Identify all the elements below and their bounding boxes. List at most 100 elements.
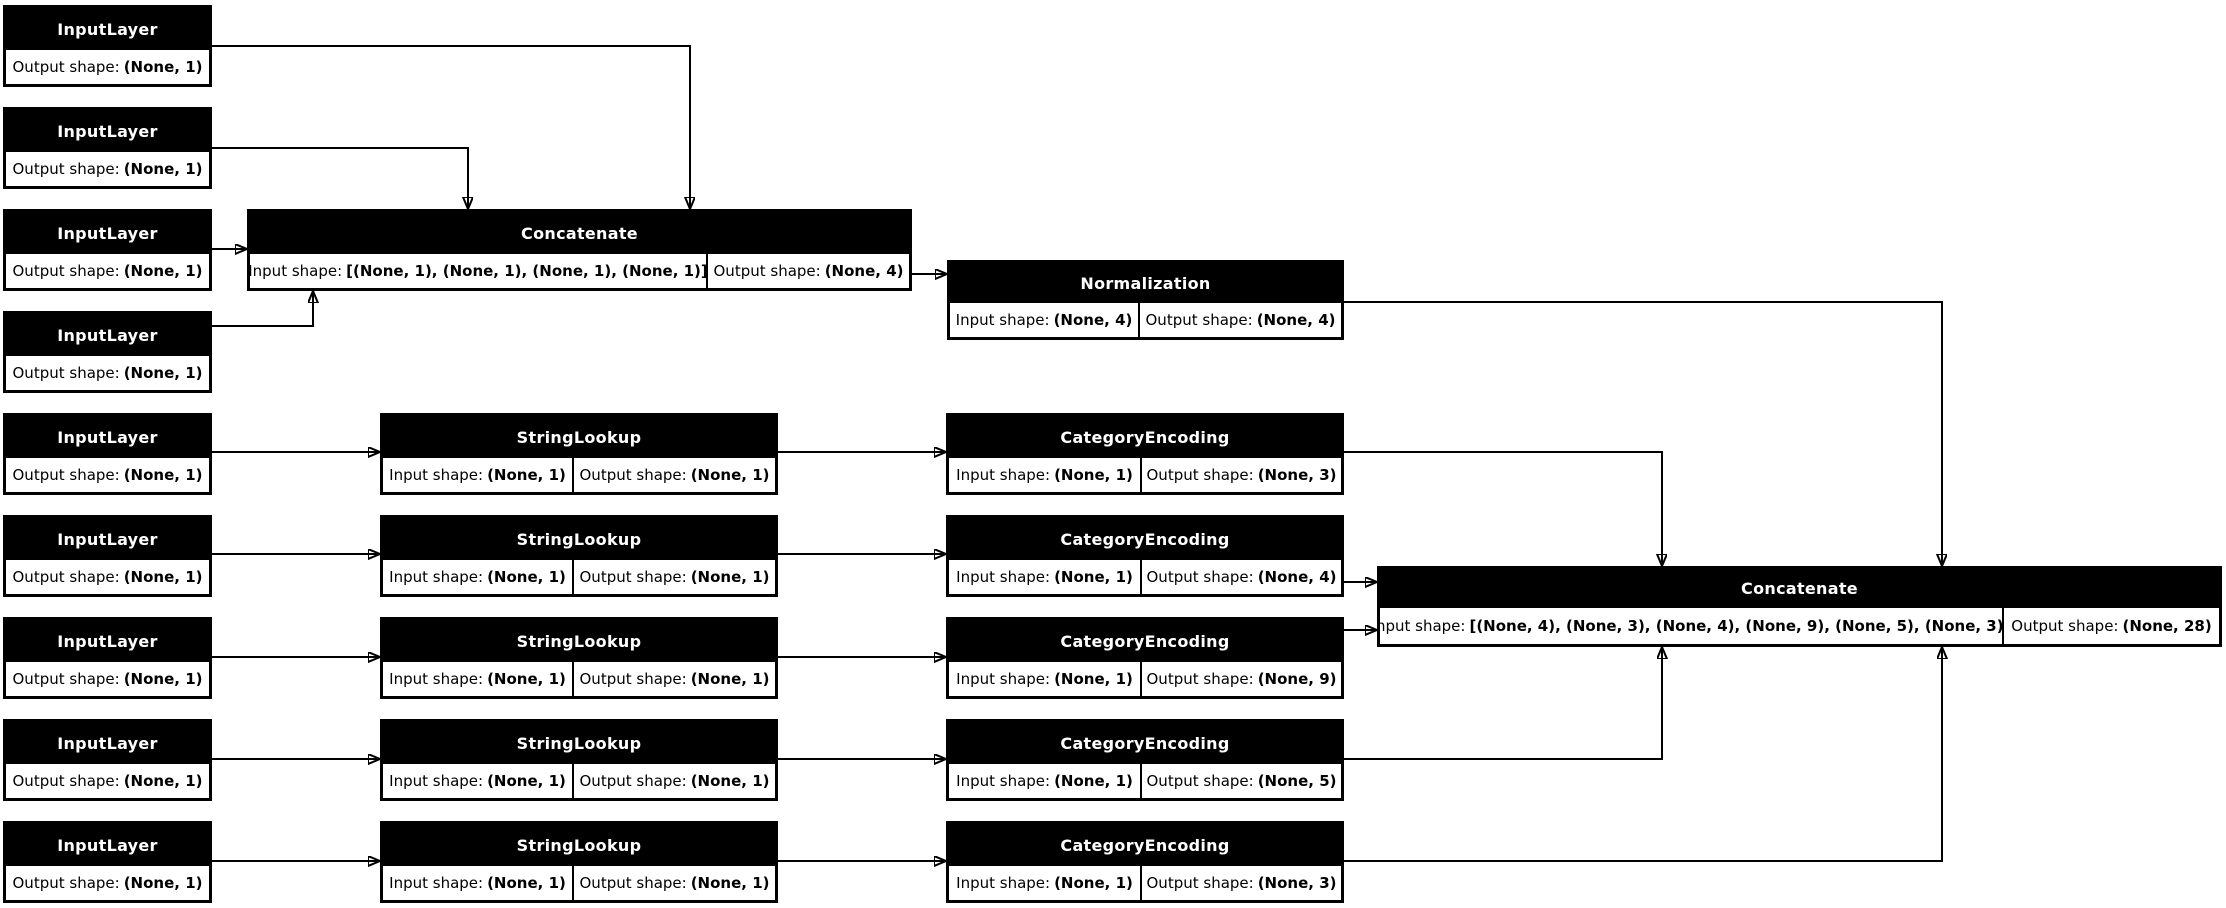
output-shape-cell: Output shape:(None, 1) bbox=[6, 662, 209, 696]
shape-label: Input shape: bbox=[389, 568, 484, 586]
node-inputlayer-6: InputLayer Output shape:(None, 1) bbox=[3, 515, 212, 597]
shape-label: Output shape: bbox=[1146, 466, 1254, 484]
node-stringlookup-2: StringLookup Input shape:(None, 1) Outpu… bbox=[380, 515, 778, 597]
shape-label: Output shape: bbox=[1146, 874, 1254, 892]
shape-value: (None, 1) bbox=[123, 364, 203, 382]
input-shape-cell: Input shape:(None, 4) bbox=[950, 303, 1138, 337]
output-shape-cell: Output shape:(None, 4) bbox=[1140, 303, 1341, 337]
shape-label: Input shape: bbox=[250, 262, 343, 280]
shape-value: (None, 1) bbox=[123, 262, 203, 280]
shape-value: (None, 1) bbox=[123, 58, 203, 76]
shape-label: Output shape: bbox=[12, 262, 120, 280]
shape-value: (None, 1) bbox=[487, 670, 566, 688]
shape-value: (None, 28) bbox=[2122, 617, 2212, 635]
output-shape-cell: Output shape:(None, 1) bbox=[574, 458, 775, 492]
output-shape-cell: Output shape:(None, 1) bbox=[6, 866, 209, 900]
output-shape-cell: Output shape:(None, 4) bbox=[708, 254, 909, 288]
output-shape-cell: Output shape:(None, 1) bbox=[574, 662, 775, 696]
shape-value: (None, 4) bbox=[1257, 568, 1337, 586]
layer-type-title: StringLookup bbox=[383, 416, 775, 458]
layer-type-title: CategoryEncoding bbox=[949, 620, 1341, 662]
layer-type-title: Concatenate bbox=[250, 212, 909, 254]
shape-value: (None, 1) bbox=[1054, 568, 1133, 586]
shape-value: (None, 5) bbox=[1257, 772, 1337, 790]
shape-value: (None, 1) bbox=[690, 874, 770, 892]
edge-input2-to-concat1 bbox=[212, 147, 468, 209]
shape-value: (None, 1) bbox=[1054, 466, 1133, 484]
shape-value: (None, 1) bbox=[123, 160, 203, 178]
input-shape-cell: Input shape:[(None, 4), (None, 3), (None… bbox=[1380, 608, 2002, 644]
node-stringlookup-3: StringLookup Input shape:(None, 1) Outpu… bbox=[380, 617, 778, 699]
layer-type-title: CategoryEncoding bbox=[949, 824, 1341, 866]
output-shape-cell: Output shape:(None, 1) bbox=[574, 866, 775, 900]
input-shape-cell: Input shape:(None, 1) bbox=[949, 458, 1140, 492]
shape-value: (None, 1) bbox=[123, 568, 203, 586]
layer-type-title: Concatenate bbox=[1380, 569, 2219, 608]
shape-value: (None, 1) bbox=[123, 874, 203, 892]
shape-label: Input shape: bbox=[956, 568, 1051, 586]
shape-label: Input shape: bbox=[389, 466, 484, 484]
output-shape-cell: Output shape:(None, 3) bbox=[1142, 866, 1341, 900]
node-normalization: Normalization Input shape:(None, 4) Outp… bbox=[947, 260, 1344, 340]
layer-type-title: CategoryEncoding bbox=[949, 518, 1341, 560]
shape-label: Output shape: bbox=[1146, 772, 1254, 790]
node-inputlayer-1: InputLayer Output shape:(None, 1) bbox=[3, 5, 212, 87]
input-shape-cell: Input shape:(None, 1) bbox=[383, 662, 572, 696]
shape-label: Output shape: bbox=[579, 772, 687, 790]
shape-value: (None, 1) bbox=[690, 670, 770, 688]
shape-value: (None, 1) bbox=[487, 466, 566, 484]
node-inputlayer-9: InputLayer Output shape:(None, 1) bbox=[3, 821, 212, 903]
shape-value: (None, 1) bbox=[123, 670, 203, 688]
shape-label: Output shape: bbox=[579, 670, 687, 688]
layer-type-title: CategoryEncoding bbox=[949, 722, 1341, 764]
shape-label: Input shape: bbox=[389, 874, 484, 892]
edge-input1-to-concat1 bbox=[212, 45, 690, 209]
shape-value: (None, 1) bbox=[487, 568, 566, 586]
node-stringlookup-1: StringLookup Input shape:(None, 1) Outpu… bbox=[380, 413, 778, 495]
shape-label: Input shape: bbox=[389, 772, 484, 790]
shape-label: Output shape: bbox=[12, 874, 120, 892]
layer-type-title: StringLookup bbox=[383, 824, 775, 866]
shape-label: Input shape: bbox=[389, 670, 484, 688]
shape-value: (None, 1) bbox=[690, 772, 770, 790]
layer-type-title: InputLayer bbox=[6, 212, 209, 254]
output-shape-cell: Output shape:(None, 28) bbox=[2004, 608, 2219, 644]
shape-label: Output shape: bbox=[1146, 568, 1254, 586]
node-inputlayer-7: InputLayer Output shape:(None, 1) bbox=[3, 617, 212, 699]
input-shape-cell: Input shape:(None, 1) bbox=[949, 866, 1140, 900]
edge-normalization-to-concat2 bbox=[1344, 301, 1942, 566]
output-shape-cell: Output shape:(None, 1) bbox=[6, 764, 209, 798]
node-categoryencoding-4: CategoryEncoding Input shape:(None, 1) O… bbox=[946, 719, 1344, 801]
output-shape-cell: Output shape:(None, 1) bbox=[6, 152, 209, 186]
shape-label: Output shape: bbox=[579, 874, 687, 892]
input-shape-cell: Input shape:(None, 1) bbox=[383, 764, 572, 798]
shape-value: (None, 1) bbox=[123, 466, 203, 484]
node-categoryencoding-3: CategoryEncoding Input shape:(None, 1) O… bbox=[946, 617, 1344, 699]
shape-value: [(None, 1), (None, 1), (None, 1), (None,… bbox=[346, 262, 706, 280]
node-concatenate-1: Concatenate Input shape:[(None, 1), (Non… bbox=[247, 209, 912, 291]
output-shape-cell: Output shape:(None, 1) bbox=[6, 254, 209, 288]
shape-label: Output shape: bbox=[1146, 670, 1254, 688]
shape-value: (None, 4) bbox=[824, 262, 904, 280]
shape-value: (None, 1) bbox=[487, 874, 566, 892]
shape-value: (None, 4) bbox=[1256, 311, 1336, 329]
input-shape-cell: Input shape:(None, 1) bbox=[949, 662, 1140, 696]
layer-type-title: Normalization bbox=[950, 263, 1341, 303]
shape-value: (None, 1) bbox=[1054, 670, 1133, 688]
layer-type-title: InputLayer bbox=[6, 824, 209, 866]
shape-label: Output shape: bbox=[1145, 311, 1253, 329]
edge-input4-to-concat1 bbox=[212, 291, 313, 327]
shape-label: Output shape: bbox=[12, 466, 120, 484]
node-stringlookup-5: StringLookup Input shape:(None, 1) Outpu… bbox=[380, 821, 778, 903]
shape-value: (None, 1) bbox=[1054, 874, 1133, 892]
layer-type-title: InputLayer bbox=[6, 8, 209, 50]
output-shape-cell: Output shape:(None, 1) bbox=[574, 560, 775, 594]
shape-label: Input shape: bbox=[956, 466, 1051, 484]
edge-catenc1-to-concat2 bbox=[1344, 451, 1662, 566]
shape-value: (None, 1) bbox=[123, 772, 203, 790]
node-inputlayer-5: InputLayer Output shape:(None, 1) bbox=[3, 413, 212, 495]
output-shape-cell: Output shape:(None, 5) bbox=[1142, 764, 1341, 798]
shape-label: Output shape: bbox=[12, 160, 120, 178]
input-shape-cell: Input shape:(None, 1) bbox=[383, 866, 572, 900]
input-shape-cell: Input shape:(None, 1) bbox=[383, 560, 572, 594]
